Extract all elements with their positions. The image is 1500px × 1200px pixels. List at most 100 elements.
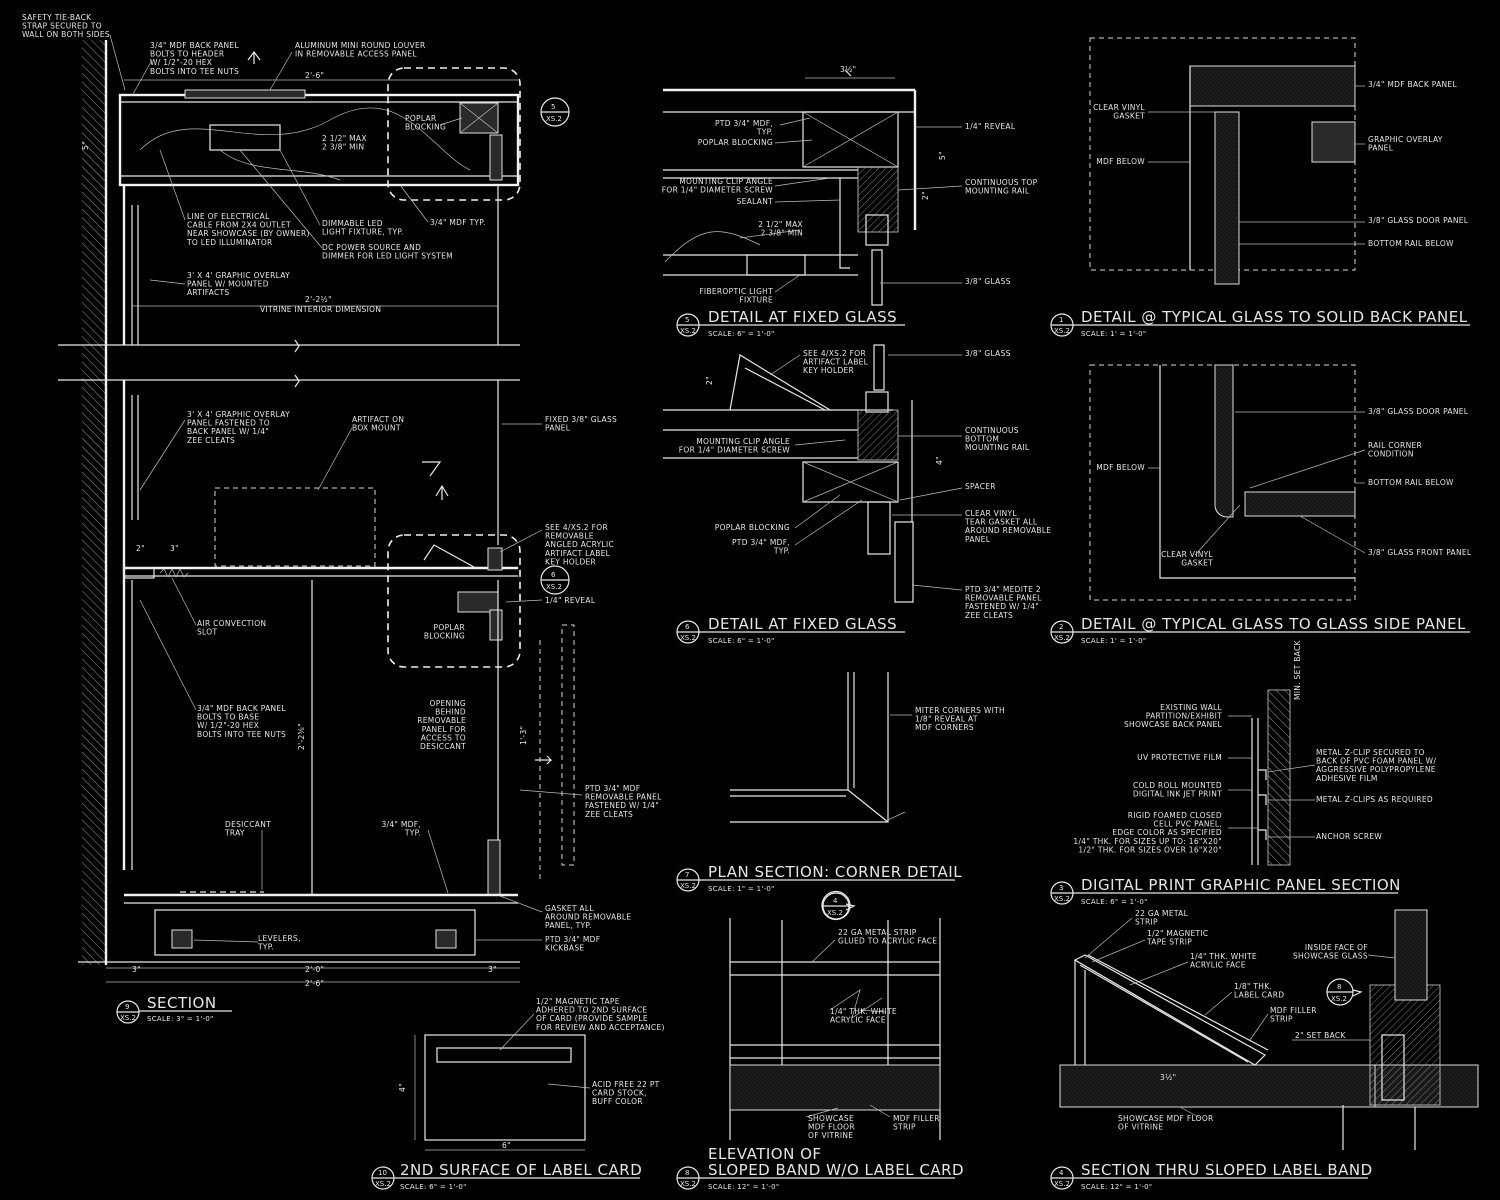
title-2: DETAIL @ TYPICAL GLASS TO GLASS SIDE PAN… [1081, 615, 1466, 633]
callout-8-bubble[interactable]: 8XS.2 [1326, 978, 1363, 1006]
svg-text:XS.2: XS.2 [546, 583, 562, 591]
svg-text:6": 6" [502, 1141, 511, 1150]
title-7: PLAN SECTION: CORNER DETAIL [708, 863, 962, 881]
svg-text:4: 4 [1059, 1169, 1064, 1177]
title-block-3: 3XS.2 DIGITAL PRINT GRAPHIC PANEL SECTIO… [1050, 876, 1400, 906]
annotation-note: POPLAR BLOCKING [715, 523, 790, 532]
annotation-note: METAL Z-CLIPS AS REQUIRED [1316, 795, 1433, 804]
svg-text:XS.2: XS.2 [827, 909, 843, 917]
title-block-5: 5XS.2 DETAIL AT FIXED GLASS SCALE: 6" = … [676, 308, 905, 338]
svg-text:SCALE: 1' = 1'-0": SCALE: 1' = 1'-0" [1081, 330, 1146, 338]
dim-mid: 3" [170, 544, 179, 553]
callout-5-bubble[interactable]: 5XS.2 [540, 97, 570, 127]
title-block-6: 6XS.2 DETAIL AT FIXED GLASS SCALE: 6" = … [676, 615, 905, 645]
annotation-note: BOTTOM RAIL BELOW [1368, 478, 1454, 487]
annotation-note: 3/8" GLASS [965, 277, 1011, 286]
title-block-8: 8XS.2 ELEVATION OF SLOPED BAND W/O LABEL… [676, 1145, 964, 1191]
annotation-note: 3/4" MDF,TYP. [381, 820, 421, 838]
svg-text:5: 5 [685, 316, 689, 324]
svg-text:2": 2" [705, 376, 714, 385]
annotation-note: ANCHOR SCREW [1316, 832, 1382, 841]
svg-text:XS.2: XS.2 [120, 1014, 136, 1022]
notes-5: PTD 3/4" MDF,TYP.POPLAR BLOCKINGMOUNTING… [662, 119, 1038, 305]
dim-top: 2'-6" [305, 71, 324, 80]
svg-text:3: 3 [1059, 884, 1063, 892]
title-block-9: 9XS.2 SECTION SCALE: 3" = 1'-0" [116, 994, 232, 1024]
annotation-note: PTD 3/4" MDF,TYP. [732, 538, 790, 556]
annotation-note: MDF BELOW [1096, 463, 1145, 472]
annotation-note: UV PROTECTIVE FILM [1137, 753, 1222, 762]
detail-5-fixed-glass: 3½" 5" 2" PTD 3/4" MDF,TYP.POPLAR BLOCKI… [662, 65, 1038, 338]
svg-text:XS.2: XS.2 [1054, 634, 1070, 642]
title-4: SECTION THRU SLOPED LABEL BAND [1081, 1161, 1373, 1179]
svg-text:XS.2: XS.2 [1054, 1180, 1070, 1188]
dim-bottom-b: 2'-0" [305, 965, 324, 974]
annotation-note: 3/8" GLASS DOOR PANEL [1368, 216, 1469, 225]
title-5: DETAIL AT FIXED GLASS [708, 308, 897, 326]
svg-text:9: 9 [125, 1003, 129, 1011]
dim-bottom-c: 3" [488, 965, 497, 974]
dim-left-top: 5" [81, 141, 90, 150]
annotation-note: 2" SET BACK [1295, 1031, 1346, 1040]
annotation-note: 1/4" REVEAL [965, 122, 1016, 131]
svg-text:XS.2: XS.2 [680, 882, 696, 890]
svg-text:8: 8 [1337, 983, 1341, 991]
annotation-note: MDF BELOW [1096, 157, 1145, 166]
title-8: SLOPED BAND W/O LABEL CARD [708, 1161, 964, 1179]
callout-6-bubble[interactable]: 6XS.2 [540, 565, 570, 595]
annotation-note: 3/8" GLASS DOOR PANEL [1368, 407, 1469, 416]
svg-text:XS.2: XS.2 [680, 1180, 696, 1188]
svg-text:SCALE: 6" = 1'-0": SCALE: 6" = 1'-0" [708, 330, 775, 338]
annotation-note: LEVELERS,TYP. [257, 934, 301, 952]
annotation-note: VITRINE INTERIOR DIMENSION [260, 305, 381, 314]
title-9: SECTION [147, 994, 217, 1012]
dim-bottom-a: 3" [132, 965, 141, 974]
notes-2: MDF BELOW 3/8" GLASS DOOR PANEL RAIL CORNE… [1096, 407, 1471, 568]
title-1: DETAIL @ TYPICAL GLASS TO SOLID BACK PAN… [1081, 308, 1468, 326]
svg-text:2": 2" [921, 191, 930, 200]
annotation-note: BOTTOM RAIL BELOW [1368, 239, 1454, 248]
title-block-7: 7XS.2 PLAN SECTION: CORNER DETAIL SCALE:… [676, 863, 962, 893]
callout-4-bubble[interactable]: 4XS.2 [821, 890, 856, 921]
svg-text:XS.2: XS.2 [1054, 327, 1070, 335]
svg-text:4: 4 [833, 897, 838, 905]
svg-text:8: 8 [685, 1169, 689, 1177]
svg-text:3½": 3½" [1160, 1073, 1176, 1082]
detail-9-section: 3" 2'-0" 3" 2'-6" 2'-6" 2'-2½" 5" 2" 3" … [22, 13, 662, 1024]
dim-height: 2'-2⅝" [297, 723, 306, 750]
annotation-note: 3/4" MDF TYP. [430, 218, 486, 227]
